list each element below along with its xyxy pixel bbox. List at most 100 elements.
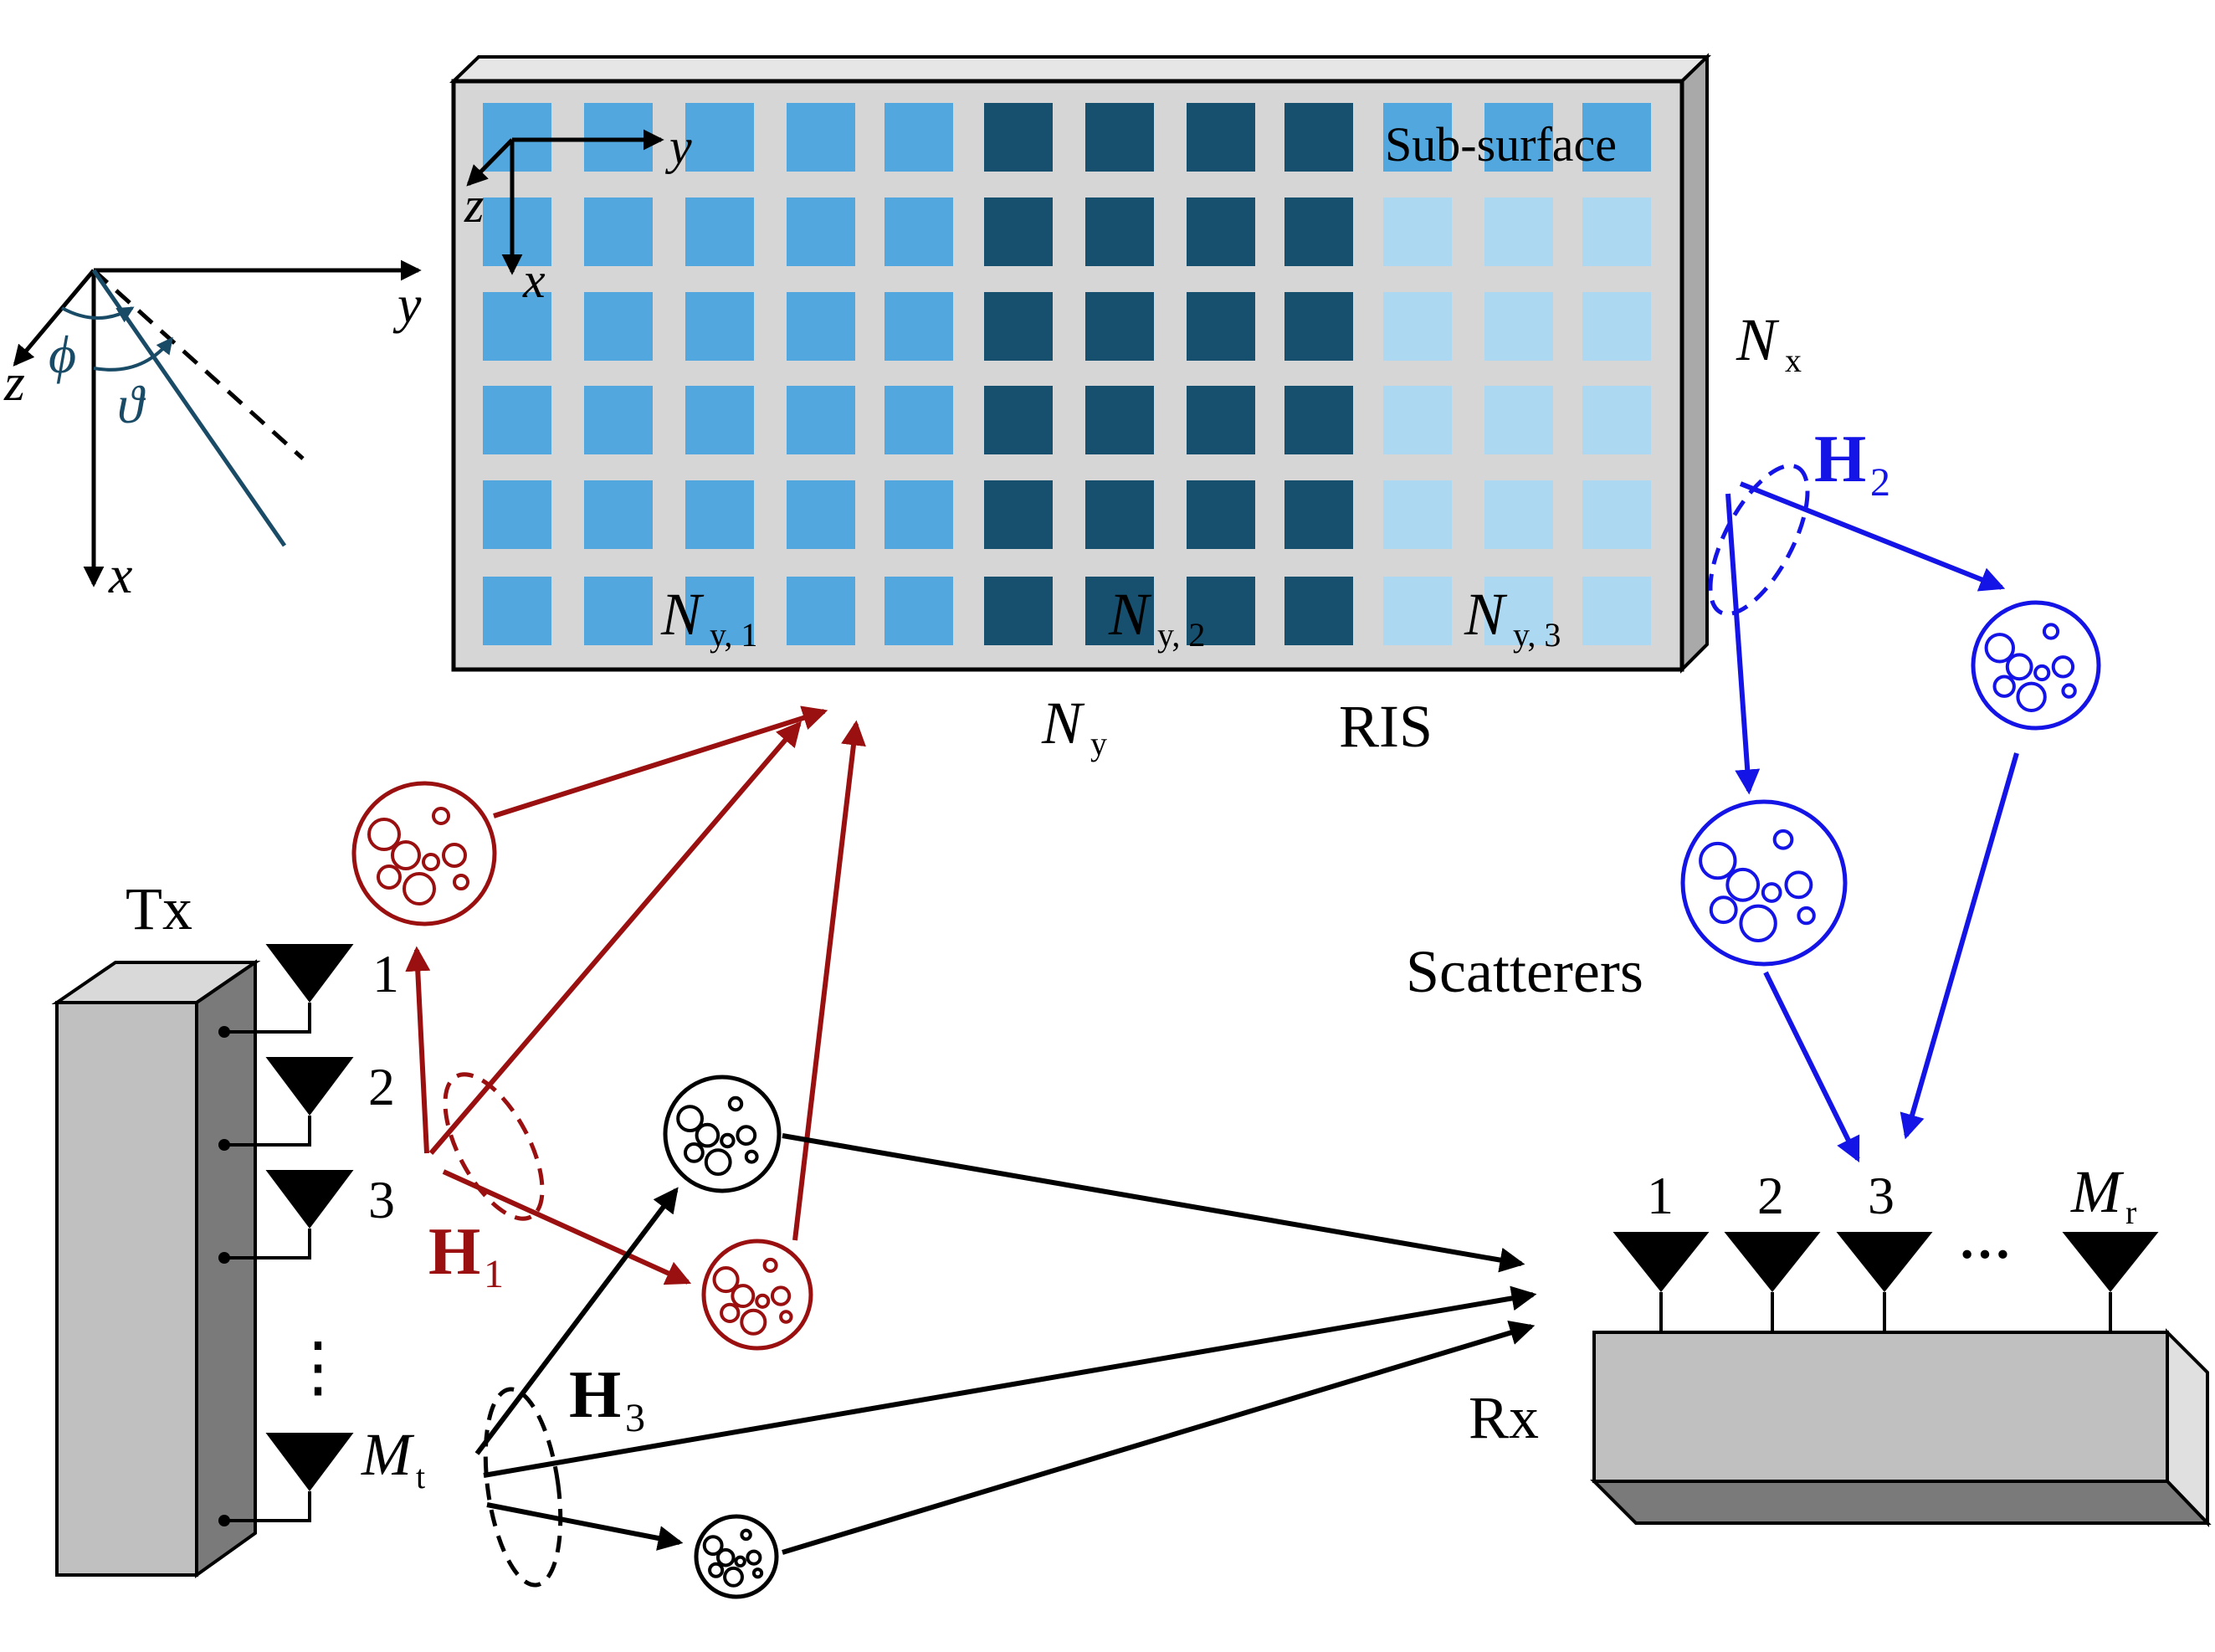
ris-element: [1284, 198, 1353, 266]
tx-feed-dot: [218, 1515, 230, 1526]
theta-label: ϑ: [117, 375, 146, 434]
ris-element: [884, 577, 953, 645]
ris-element: [1383, 577, 1452, 645]
ris-element: [884, 103, 953, 172]
nx-label: N x: [1736, 306, 1802, 379]
tx-antenna-icon: [265, 1057, 354, 1141]
tx-feed-dot: [218, 1252, 230, 1264]
h2-label: H 2: [1814, 423, 1890, 505]
ris-element: [685, 198, 754, 266]
svg-text:t: t: [416, 1458, 425, 1496]
svg-text:1: 1: [484, 1252, 504, 1296]
ris-top-face: [449, 55, 1711, 83]
svg-text:3: 3: [625, 1396, 645, 1440]
ris-element: [1484, 577, 1553, 645]
ris-element: [1284, 577, 1353, 645]
rx-antenna-3-label: 3: [1868, 1166, 1895, 1225]
rx-antenna-icon: [1613, 1232, 1710, 1332]
ris-element: [1383, 292, 1452, 361]
rx-antenna-icon: [2062, 1232, 2159, 1332]
ny-label: N y: [1041, 690, 1107, 762]
svg-text:N: N: [1464, 581, 1508, 648]
svg-text:H: H: [428, 1215, 480, 1289]
ris-element: [1484, 103, 1553, 172]
ris-element: [685, 480, 754, 549]
ris-element: [1383, 198, 1452, 266]
tx-antenna-icon: [265, 1433, 354, 1516]
tx-dots: ⋮: [285, 1331, 351, 1404]
ris-label: RIS: [1339, 693, 1433, 760]
tx-feed-line: [224, 1516, 311, 1522]
ris-local-axes: [466, 129, 664, 275]
ris-element: [685, 386, 754, 454]
ris-element: [1383, 103, 1452, 172]
ris-element: [1284, 480, 1353, 549]
scatterer-blue-2: [1680, 799, 1848, 967]
ris-element: [1582, 480, 1651, 549]
svg-text:H: H: [1814, 423, 1866, 496]
ris-element: [984, 198, 1053, 266]
tx-antenna-1-label: 1: [372, 944, 399, 1003]
ris-element: [1582, 103, 1651, 172]
ris-element: [1187, 103, 1255, 172]
ris-element: [685, 292, 754, 361]
svg-text:2: 2: [1870, 460, 1890, 505]
svg-text:y: y: [1090, 725, 1107, 762]
h2-paths: [1708, 463, 2019, 1163]
svg-text:y, 1: y, 1: [710, 616, 757, 654]
rx-antenna-1-label: 1: [1647, 1166, 1674, 1225]
tx-box-front: [55, 1001, 198, 1577]
ris-element: [1582, 577, 1651, 645]
ris-element: [1085, 198, 1154, 266]
rx-antenna-icon: [1724, 1232, 1821, 1332]
ris-element: [787, 198, 855, 266]
ris-element: [584, 198, 653, 266]
ris-element: [1484, 292, 1553, 361]
rx-antenna-icon: [1836, 1232, 1933, 1332]
ris-element: [1187, 386, 1255, 454]
ris-element: [584, 103, 653, 172]
ris-element: [1484, 386, 1553, 454]
ris-group-label-3: N y, 3: [1464, 581, 1561, 654]
ris-element: [1085, 103, 1154, 172]
ris-front-face: [451, 79, 1684, 672]
ris-element: [1085, 577, 1154, 645]
tx-box-side: [195, 959, 257, 1578]
ris-element: [1383, 386, 1452, 454]
ris-element: [884, 292, 953, 361]
svg-text:y, 2: y, 2: [1157, 616, 1205, 654]
ris-element: [984, 103, 1053, 172]
tx-feed-line: [224, 1254, 311, 1260]
ris-element: [685, 577, 754, 645]
ris-axis-x-label: x: [522, 253, 546, 308]
rx-antenna-2-label: 2: [1757, 1166, 1784, 1225]
ris-element: [1187, 480, 1255, 549]
ris-element: [787, 292, 855, 361]
ris-element: [1582, 198, 1651, 266]
ris-axis-z-label: z: [464, 177, 484, 233]
ris-element: [584, 577, 653, 645]
ris-element: [1284, 292, 1353, 361]
scatterer-black-2: [694, 1514, 779, 1599]
scatterer-blue-1: [1971, 600, 2101, 731]
svg-text:H: H: [569, 1358, 621, 1432]
ris-element: [584, 386, 653, 454]
scatterer-red-2: [701, 1239, 813, 1351]
svg-text:r: r: [2125, 1193, 2136, 1231]
svg-text:N: N: [1736, 306, 1780, 373]
rx-box-bottom: [1590, 1480, 2212, 1525]
ris-element: [1284, 103, 1353, 172]
svg-text:y, 3: y, 3: [1513, 616, 1561, 654]
ris-element: [1582, 386, 1651, 454]
sub-surface-label: Sub-surface: [1385, 117, 1617, 172]
svg-text:N: N: [660, 581, 705, 648]
ris-element: [884, 198, 953, 266]
tx-antenna-icon: [265, 944, 354, 1028]
h1-label: H 1: [428, 1215, 504, 1296]
scatterer-black-1: [663, 1075, 782, 1193]
ris-element: [984, 577, 1053, 645]
rx-box-front: [1592, 1331, 2169, 1483]
svg-text:x: x: [1785, 341, 1802, 379]
ris-group-label-2: N y, 2: [1108, 581, 1205, 654]
ris-element: [984, 480, 1053, 549]
